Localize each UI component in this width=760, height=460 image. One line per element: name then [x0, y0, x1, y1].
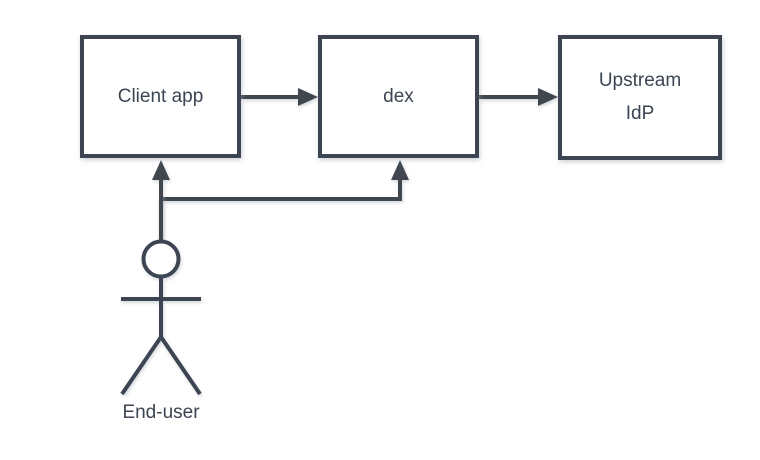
actor-end-user[interactable]: [120, 239, 202, 396]
node-upstream-idp[interactable]: Upstream IdP: [558, 35, 722, 160]
actor-legs: [120, 335, 202, 396]
edge-dex-to-upstream-idp[interactable]: [479, 88, 558, 106]
edge-end-user-to-dex[interactable]: [159, 160, 409, 240]
node-dex[interactable]: dex: [318, 35, 479, 158]
node-client-app-label: Client app: [118, 86, 204, 107]
edge-client-app-to-dex[interactable]: [241, 88, 318, 106]
actor-head-icon: [141, 239, 181, 279]
edge-end-user-to-client-app[interactable]: [152, 160, 170, 240]
node-dex-label: dex: [383, 86, 414, 107]
actor-end-user-label: End-user: [122, 402, 200, 423]
node-upstream-idp-label-line1: Upstream: [599, 70, 681, 91]
node-upstream-idp-label-line2: IdP: [626, 103, 655, 124]
node-client-app[interactable]: Client app: [80, 35, 241, 158]
